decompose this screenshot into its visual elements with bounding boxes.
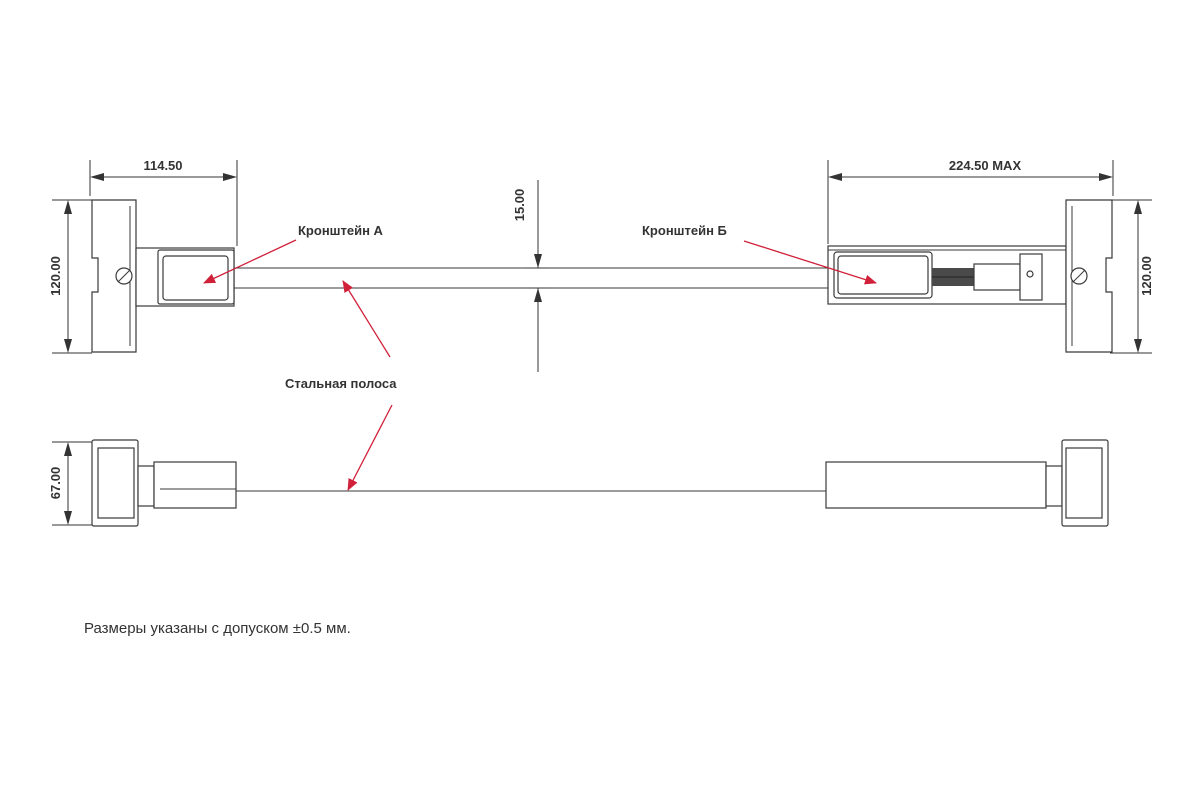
spring-mechanism bbox=[932, 268, 974, 286]
dim-label-120-left: 120.00 bbox=[48, 256, 63, 296]
dimension-left-height: 120.00 bbox=[48, 199, 92, 354]
bracket-b bbox=[827, 245, 1067, 305]
dimension-bracket-b-width: 224.50 MAX bbox=[827, 158, 1114, 244]
dim-label-224: 224.50 MAX bbox=[949, 158, 1022, 173]
bracket-a bbox=[135, 247, 235, 307]
callout-bracket-a: Кронштейн А bbox=[203, 223, 384, 284]
dimension-depth: 67.00 bbox=[48, 441, 92, 526]
bottom-view bbox=[91, 439, 1109, 527]
right-end-cap bbox=[825, 439, 1109, 527]
steel-strip-top bbox=[234, 267, 828, 289]
bracket-a-label: Кронштейн А bbox=[298, 223, 384, 238]
dimension-strip-thickness: 15.00 bbox=[512, 180, 550, 372]
dim-label-67: 67.00 bbox=[48, 467, 63, 500]
dim-label-15: 15.00 bbox=[512, 189, 527, 222]
dimension-bracket-a-width: 114.50 bbox=[89, 158, 238, 246]
tolerance-note: Размеры указаны с допуском ±0.5 мм. bbox=[84, 620, 351, 637]
steel-strip-label: Стальная полоса bbox=[285, 376, 397, 391]
bracket-b-label: Кронштейн Б bbox=[642, 223, 727, 238]
dimension-right-height: 120.00 bbox=[1110, 199, 1154, 354]
left-wall-mount bbox=[91, 199, 137, 353]
dim-label-120-right: 120.00 bbox=[1139, 256, 1154, 296]
top-view bbox=[91, 199, 1113, 353]
dim-label-114: 114.50 bbox=[143, 158, 182, 173]
right-wall-mount bbox=[1065, 199, 1113, 353]
callout-bracket-b: Кронштейн Б bbox=[642, 223, 877, 285]
callout-steel-strip: Стальная полоса bbox=[285, 280, 397, 491]
left-end-cap bbox=[91, 439, 237, 527]
